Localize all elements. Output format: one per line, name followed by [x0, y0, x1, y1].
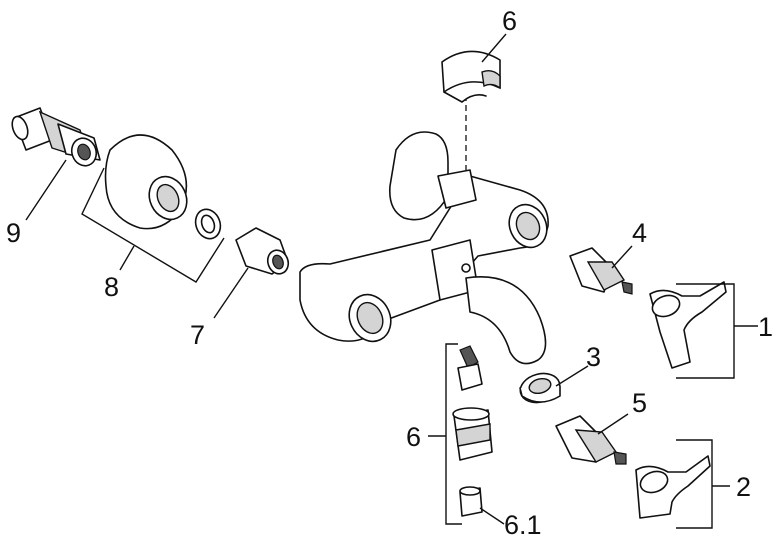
lower-handle-part: [635, 455, 711, 519]
callout-9: 9: [6, 218, 21, 248]
callout-1: 1: [758, 312, 773, 342]
leader-4: [611, 245, 633, 269]
leader-7: [213, 267, 249, 319]
cover-cap-part: [441, 50, 501, 103]
mixer-body-part: [299, 131, 549, 365]
sleeve-part: [459, 486, 483, 517]
leader-6-1: [479, 507, 505, 525]
callout-5: 5: [632, 388, 647, 418]
callout-2: 2: [736, 472, 751, 502]
washer-part: [194, 208, 222, 240]
upper-handle-part: [649, 281, 727, 369]
callout-8: 8: [104, 272, 119, 302]
union-nut-part: [235, 227, 290, 275]
aerator-part: [519, 372, 561, 404]
callout-6-top: 6: [502, 6, 517, 36]
bracket-8: [81, 167, 225, 283]
callout-4: 4: [632, 218, 647, 248]
callout-3: 3: [586, 342, 601, 372]
upper-headwork-part: [569, 247, 633, 295]
bracket-1: [676, 283, 735, 379]
wall-connector-part: [11, 107, 101, 167]
bracket-6: [445, 343, 462, 525]
diverter-assembly-part: [452, 345, 493, 461]
callout-6-1: 6.1: [504, 510, 542, 540]
callout-7: 7: [190, 320, 205, 350]
callout-6-left: 6: [406, 422, 421, 452]
leader-8: [119, 245, 135, 271]
rosette-part: [104, 134, 188, 230]
leader-3: [555, 365, 589, 387]
leader-9: [25, 159, 67, 221]
leader-5: [597, 413, 629, 435]
lower-headwork-part: [555, 415, 627, 465]
bracket-2: [676, 439, 713, 529]
leader-6-top: [481, 33, 507, 63]
